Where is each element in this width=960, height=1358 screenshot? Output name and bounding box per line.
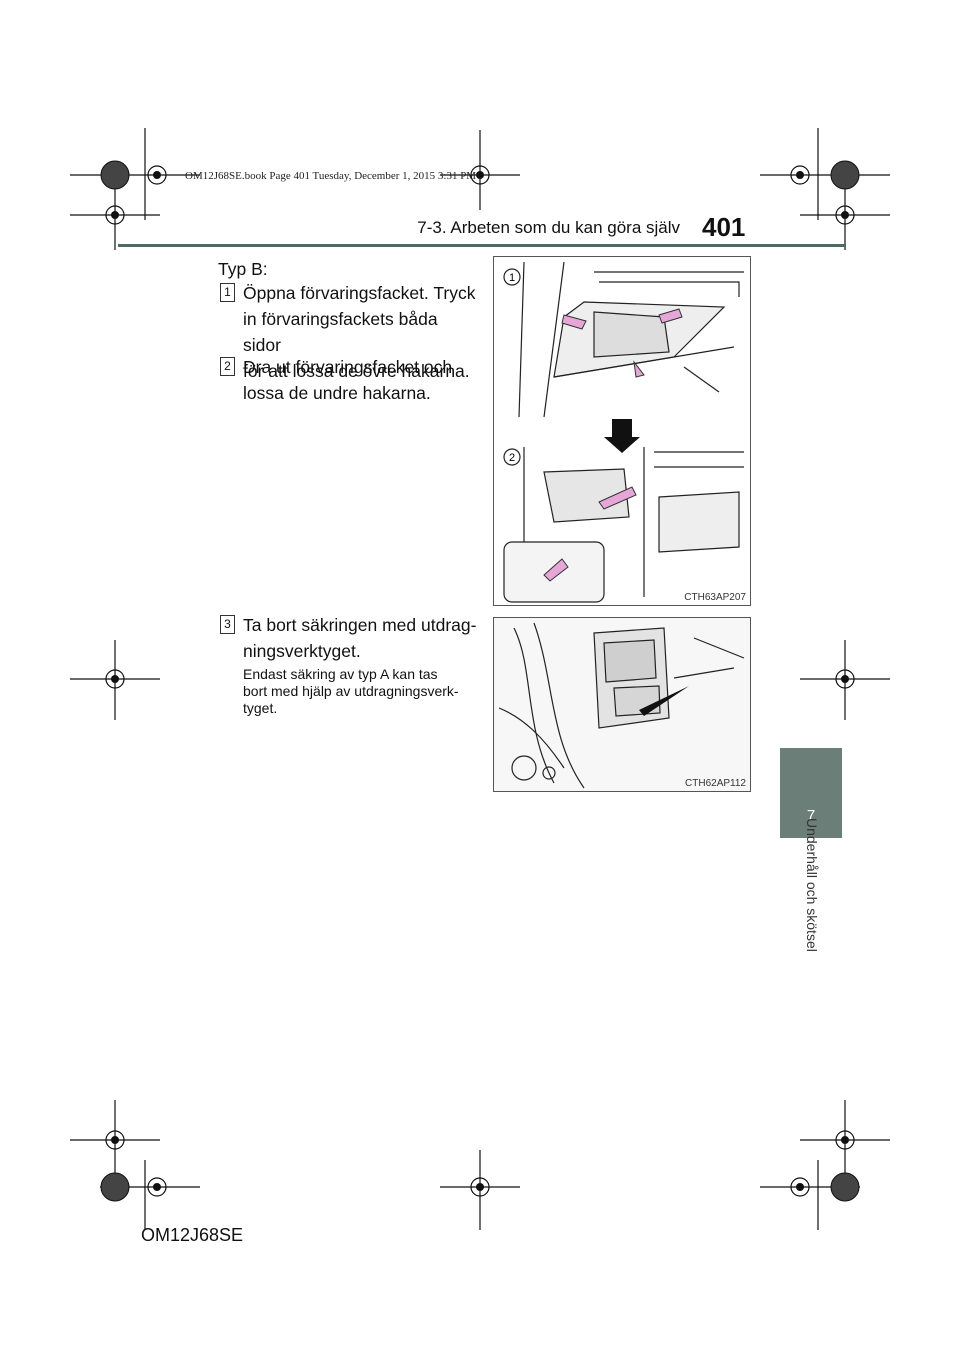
chapter-label-text: Underhåll och skötsel [804,818,820,952]
figure-fuse-box: CTH62AP112 [493,617,751,792]
step-1-text: Öppna förvaringsfacket. Tryck in förvari… [243,283,476,381]
step-1-badge: 1 [220,283,235,302]
chapter-label: Underhåll och skötsel [800,818,820,968]
figure-code-2: CTH62AP112 [685,778,746,789]
type-heading: Typ B: [218,259,268,279]
fuse-box-illustration [494,618,750,791]
glovebox-illustration: 1 2 [503,261,744,603]
step-2-text: Dra ut förvaringsfacket och lossa de und… [243,357,453,403]
step-3-badge: 3 [220,615,235,634]
section-title: 7-3. Arbeten som du kan göra själv [417,218,680,237]
step-3-text: Ta bort säkringen med utdrag- ningsverkt… [243,615,477,661]
book-info: OM12J68SE.book Page 401 Tuesday, Decembe… [185,170,477,182]
figure-code: CTH63AP207 [684,592,746,603]
figure-label-1: 1 [509,272,515,284]
figure-label-2: 2 [509,452,515,464]
note-text: Endast säkring av typ A kan tas bort med… [243,666,459,716]
footer-doc-code: OM12J68SE [141,1225,244,1245]
chapter-number: 7 [806,807,816,824]
page-number: 401 [702,212,746,242]
step-2-badge: 2 [220,357,235,376]
figure-glovebox: 1 2 CTH63AP207 [493,256,751,606]
header-rule [118,244,846,247]
chapter-tab: 7 [780,748,842,838]
